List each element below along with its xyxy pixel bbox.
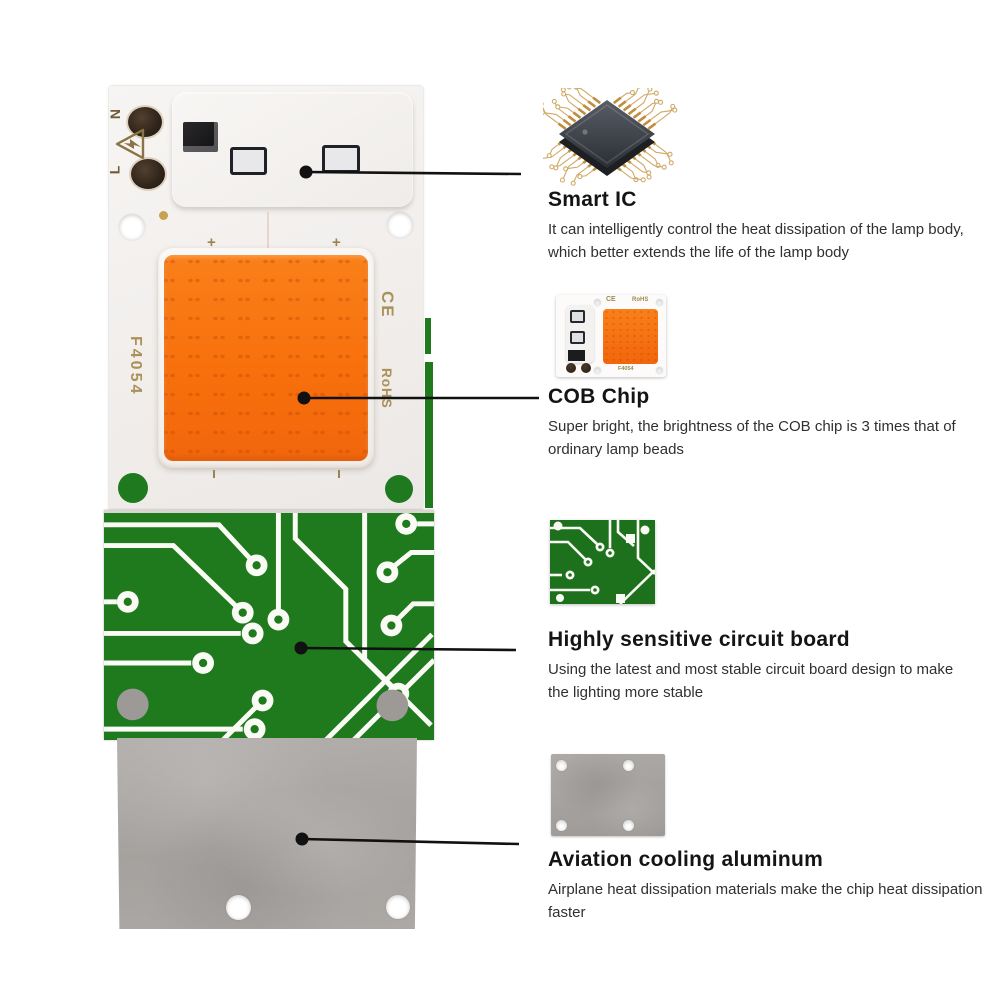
feature-title: Aviation cooling aluminum [548, 848, 824, 871]
thumb-ic [568, 350, 585, 361]
live-marking: L [106, 165, 123, 175]
board-scratch [267, 212, 269, 254]
circuit-board-thumbnail [550, 520, 655, 604]
driver-ic-chip [183, 122, 218, 152]
mounting-hole [226, 895, 251, 920]
fiducial-dot [159, 211, 168, 220]
feature-title: Smart IC [548, 188, 637, 211]
feature-title: Highly sensitive circuit board [548, 628, 850, 651]
thumb-rohs-mark: RoHS [632, 297, 649, 303]
feature-smart-ic: Smart IC It can intelligently control th… [548, 188, 990, 265]
ic-chip-icon [543, 88, 678, 186]
polarity-plus-left: + [207, 234, 216, 251]
feature-cob-chip: COB Chip Super bright, the brightness of… [548, 385, 990, 462]
neutral-marking: N [107, 108, 124, 120]
thumb-smd [570, 331, 585, 344]
driver-pcb [104, 510, 436, 742]
feature-title: COB Chip [548, 385, 650, 408]
smd-component [322, 145, 360, 173]
feature-aluminum: Aviation cooling aluminum Airplane heat … [548, 848, 990, 925]
solder-pad-l [131, 159, 165, 189]
thumb-model: F4054 [618, 366, 634, 372]
rohs-mark: RoHS [379, 368, 394, 409]
feature-description: Super bright, the brightness of the COB … [548, 418, 956, 459]
thumb-driver-module [566, 305, 594, 363]
via-pad [385, 475, 413, 503]
feature-circuit-board: Highly sensitive circuit board Using the… [548, 628, 990, 705]
pcb-edge-trace [425, 318, 431, 354]
smd-component [230, 147, 267, 175]
thumb-hole [594, 367, 601, 374]
cob-module-thumbnail: CE RoHS F4054 [556, 295, 666, 377]
thumb-pad [581, 363, 591, 373]
thumb-hole [556, 760, 567, 771]
thumb-hole [594, 299, 601, 306]
model-number: F4054 [127, 336, 144, 397]
feature-description: It can intelligently control the heat di… [548, 221, 964, 262]
mounting-hole [386, 895, 410, 919]
thumb-hole [623, 820, 634, 831]
led-board-top: N L + + F4054 CE RoHS [106, 86, 423, 510]
feature-description: Airplane heat dissipation materials make… [548, 881, 983, 922]
thumb-smd [570, 310, 585, 323]
ce-mark: CE [378, 291, 397, 319]
thumb-hole [623, 760, 634, 771]
high-voltage-icon [115, 128, 145, 160]
feature-description: Using the latest and most stable circuit… [548, 661, 954, 702]
thumb-hole [656, 367, 663, 374]
solder-pad-n [128, 107, 162, 137]
driver-module [172, 92, 413, 207]
alignment-tick [338, 470, 340, 478]
mounting-hole [387, 212, 413, 238]
mounting-hole [119, 214, 145, 240]
via-pad [118, 473, 148, 503]
thumb-pad [566, 363, 576, 373]
pcb-traces [104, 513, 436, 742]
aluminum-plate [117, 738, 417, 929]
polarity-plus-right: + [332, 234, 341, 251]
cob-led-surface [164, 255, 368, 461]
aluminum-plate-thumbnail [551, 754, 665, 836]
thumb-hole [556, 820, 567, 831]
alignment-tick [213, 470, 215, 478]
pcb-edge-trace [425, 362, 433, 508]
thumb-hole [656, 299, 663, 306]
thumb-ce-mark: CE [606, 296, 616, 303]
thumb-cob-surface [603, 309, 658, 364]
